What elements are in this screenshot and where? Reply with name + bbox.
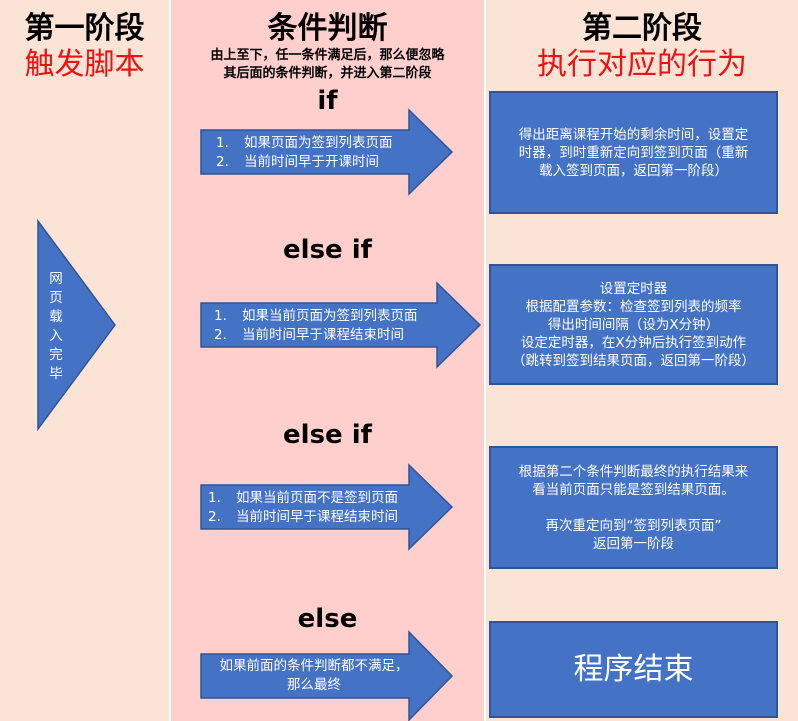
action-line: 再次重定向到“签到列表页面” [545, 517, 722, 534]
condition-note-line2: 其后面的条件判断，并进入第二阶段 [223, 66, 432, 81]
condition-text: 当前时间早于课程结束时间 [236, 509, 398, 525]
branch-else-action-box: 程序结束 [489, 621, 778, 718]
condition-number: 2. [216, 154, 229, 170]
condition-text: 如果当前页面不是签到页面 [236, 490, 398, 506]
condition-text: 那么最终 [287, 677, 341, 693]
condition-text: 如果当前页面为签到列表页面 [242, 308, 418, 324]
page-loaded-char: 入 [49, 328, 63, 344]
action-line: 返回第一阶段 [593, 535, 674, 552]
condition-number: 1. [216, 135, 229, 151]
branch-if-keyword: if [317, 86, 338, 116]
page-loaded-char: 载 [49, 309, 63, 325]
condition-text: 当前时间早于课程结束时间 [242, 327, 404, 343]
condition-number: 1. [208, 490, 221, 506]
condition-text: 如果前面的条件判断都不满足， [219, 658, 409, 674]
page-loaded-char: 页 [49, 290, 63, 306]
condition-item: 2. 当前时间早于课程结束时间 [214, 326, 418, 345]
branch-else-condition: 如果前面的条件判断都不满足， 那么最终 [203, 657, 425, 695]
branch-if-arrow [200, 108, 454, 196]
branch-if-conditions: 1. 如果页面为签到列表页面 2. 当前时间早于开课时间 [216, 134, 393, 172]
branch-elseif1-conditions: 1. 如果当前页面为签到列表页面 2. 当前时间早于课程结束时间 [214, 307, 418, 345]
condition-number: 2. [208, 509, 221, 525]
condition-column [171, 0, 484, 721]
condition-item: 2. 当前时间早于开课时间 [216, 153, 393, 172]
stage2-subtitle: 执行对应的行为 [537, 47, 747, 82]
page-loaded-char: 毕 [49, 366, 63, 382]
page-loaded-char: 网 [49, 271, 63, 287]
branch-elseif1-arrow [200, 281, 482, 369]
condition-text: 如果页面为签到列表页面 [244, 135, 393, 151]
action-line: 看当前页面只能是签到结果页面。 [532, 481, 735, 498]
condition-item: 1. 如果页面为签到列表页面 [216, 134, 393, 153]
branch-elseif2-arrow [200, 463, 454, 551]
branch-elseif2-keyword: else if [283, 420, 372, 450]
action-line: 设定定时器，在X分钟后执行签到动作 [520, 334, 747, 351]
action-line: 根据配置参数：检查签到列表的频率 [525, 298, 742, 315]
condition-item: 1. 如果当前页面为签到列表页面 [214, 307, 418, 326]
condition-text: 当前时间早于开课时间 [244, 154, 379, 170]
condition-item: 2. 当前时间早于课程结束时间 [208, 508, 398, 527]
page-loaded-char: 完 [49, 347, 63, 363]
branch-elseif1-action-box: 设置定时器 根据配置参数：检查签到列表的频率 得出时间间隔（设为X分钟） 设定定… [489, 264, 778, 385]
branch-else-keyword: else [297, 604, 358, 634]
action-line: 载入签到页面，返回第一阶段） [539, 162, 728, 179]
stage2-title: 第二阶段 [582, 11, 702, 46]
action-line [491, 499, 776, 517]
condition-title: 条件判断 [267, 11, 388, 46]
action-line: 得出时间间隔（设为X分钟） [547, 316, 720, 333]
branch-if-action-box: 得出距离课程开始的剩余时间，设置定 时器，到时重新定向到签到页面（重新 载入签到… [489, 91, 778, 214]
action-line: （跳转到签到结果页面，返回第一阶段） [512, 352, 755, 369]
program-end-label: 程序结束 [573, 651, 694, 687]
branch-elseif2-action-box: 根据第二个条件判断最终的执行结果来 看当前页面只能是签到结果页面。 再次重定向到… [489, 446, 778, 569]
action-line: 时器，到时重新定向到签到页面（重新 [518, 144, 749, 161]
action-line: 设置定时器 [599, 280, 668, 297]
branch-else-arrow [200, 630, 454, 721]
condition-item: 1. 如果当前页面不是签到页面 [208, 489, 398, 508]
condition-number: 2. [214, 327, 227, 343]
branch-elseif2-conditions: 1. 如果当前页面不是签到页面 2. 当前时间早于课程结束时间 [208, 489, 398, 527]
condition-number: 1. [214, 308, 227, 324]
action-line: 根据第二个条件判断最终的执行结果来 [518, 463, 749, 480]
branch-elseif1-keyword: else if [283, 235, 372, 265]
stage1-title: 第一阶段 [24, 11, 145, 46]
action-line: 得出距离课程开始的剩余时间，设置定 [518, 126, 749, 143]
stage1-subtitle: 触发脚本 [24, 47, 145, 82]
condition-note-line1: 由上至下，任一条件满足后，那么便忽略 [210, 48, 445, 63]
